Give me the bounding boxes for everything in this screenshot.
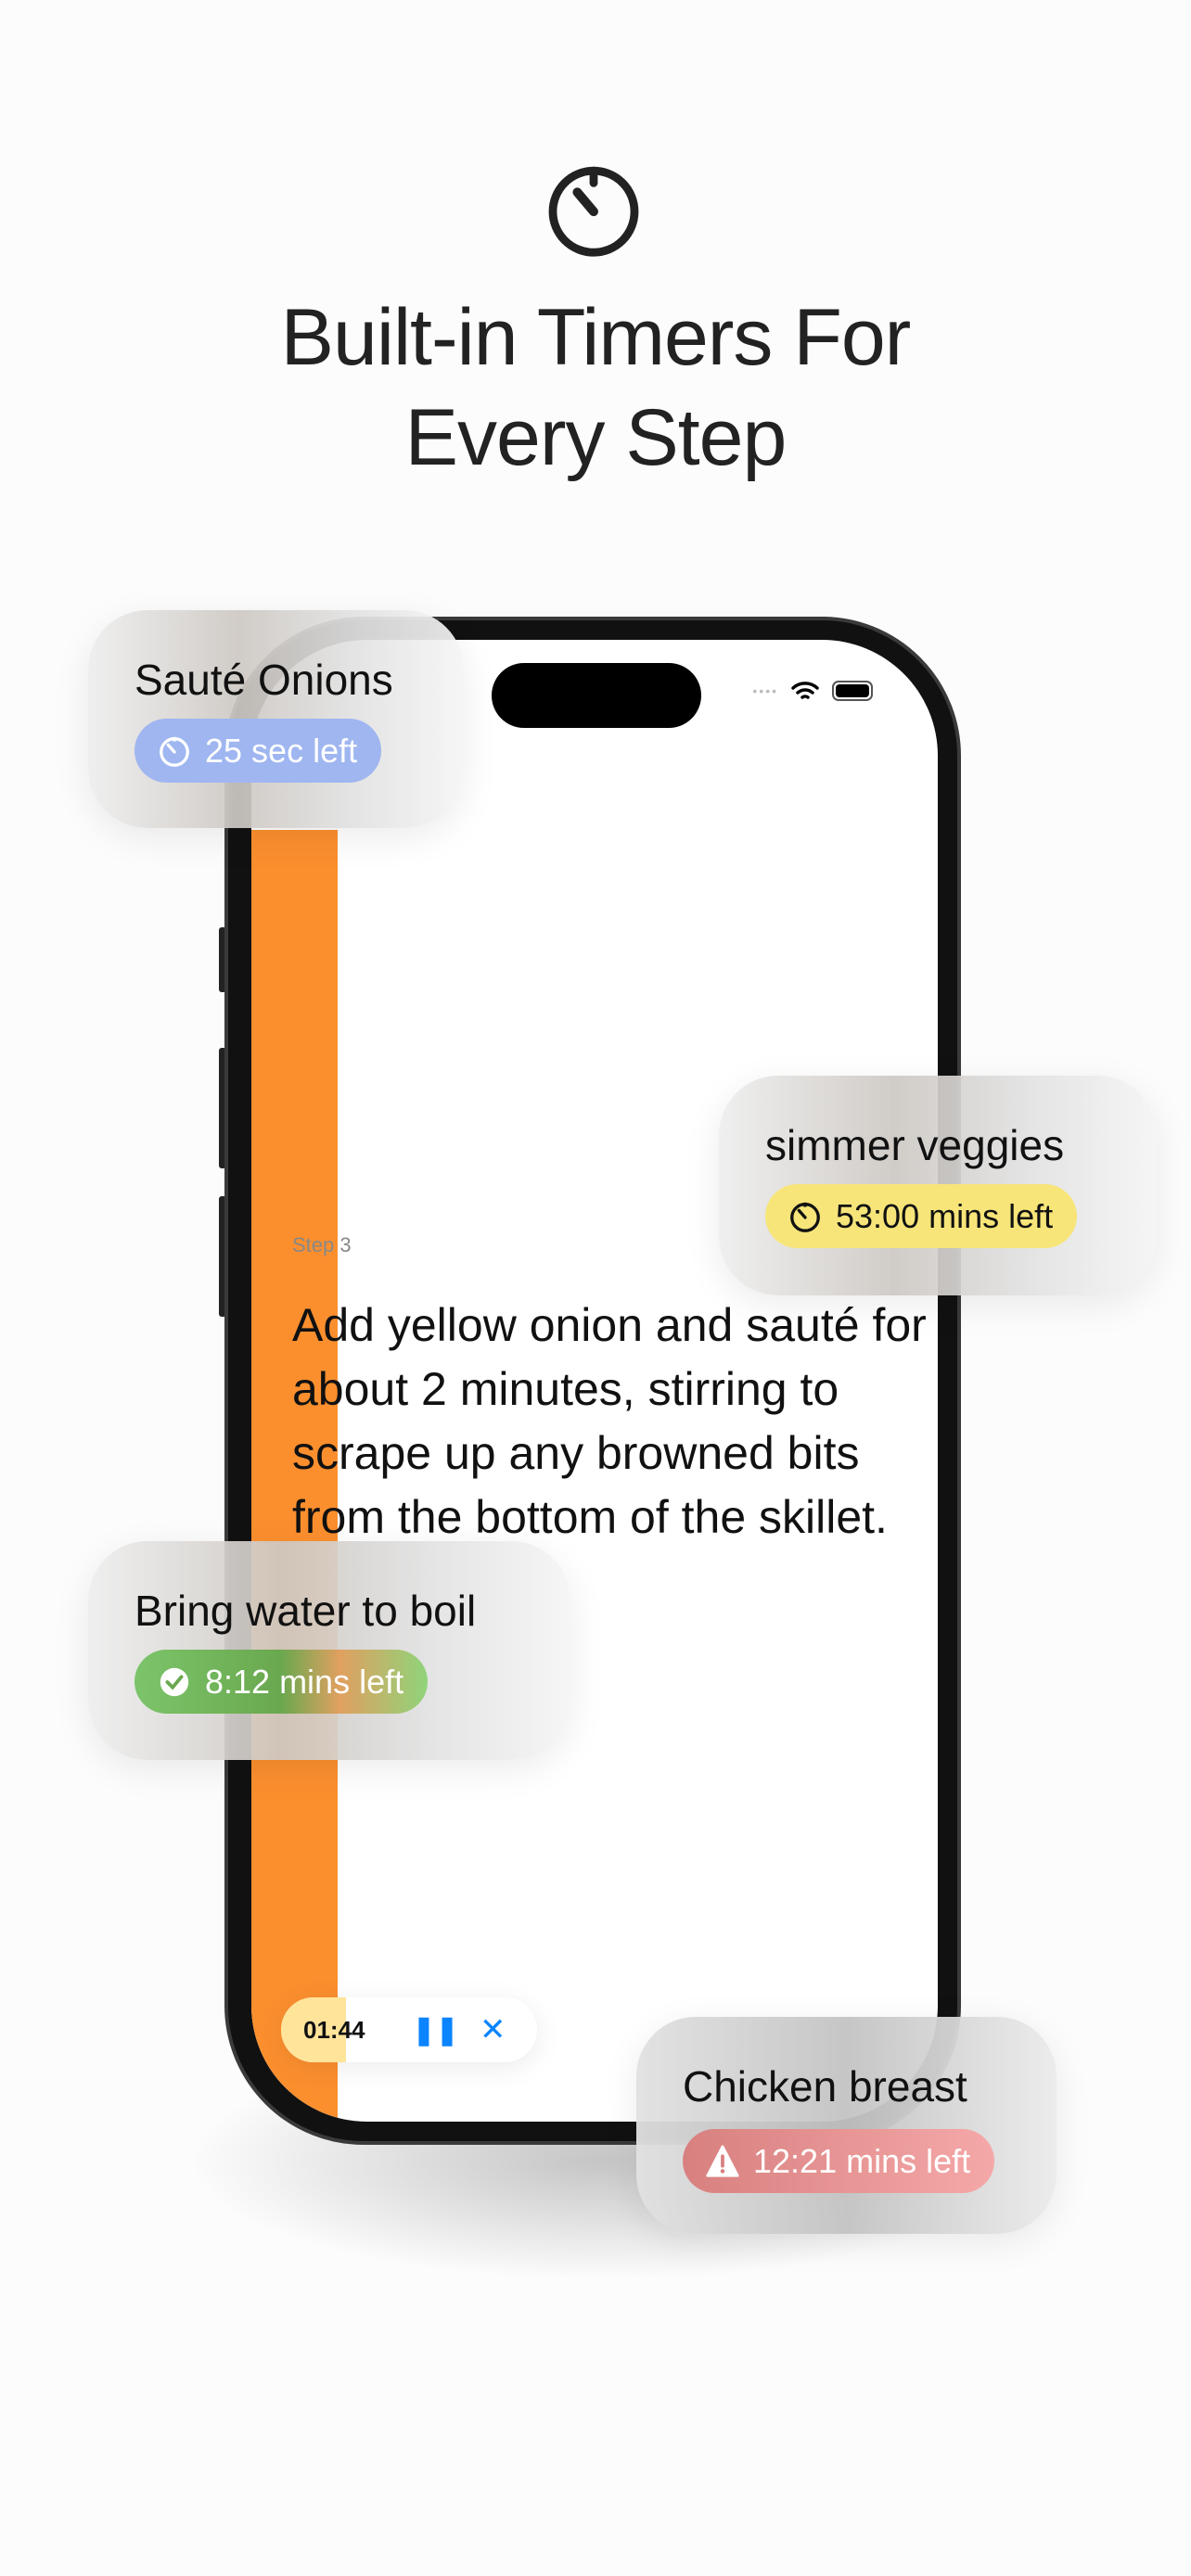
checkmark-circle-icon — [160, 1667, 189, 1696]
timer-status-pill: 12:21 mins left — [683, 2129, 995, 2193]
signal-icon: •••• — [752, 683, 778, 698]
volume-up-button — [219, 1048, 226, 1168]
step-instruction: Add yellow onion and sauté for about 2 m… — [292, 1299, 927, 1543]
timer-card-simmer-veggies[interactable]: simmer veggies 53:00 mins left — [719, 1076, 1157, 1295]
title-line-1: Built-in Timers For — [280, 293, 912, 382]
timer-name: Bring water to boil — [134, 1587, 477, 1635]
pause-icon[interactable]: ❚❚ — [412, 2014, 459, 2046]
timer-status-pill: 53:00 mins left — [765, 1184, 1078, 1248]
timer-icon — [160, 736, 189, 767]
battery-icon — [832, 681, 873, 701]
timer-status: 12:21 mins left — [753, 2141, 971, 2180]
status-bar: •••• — [752, 680, 873, 702]
timer-status: 8:12 mins left — [205, 1662, 404, 1701]
timer-status-pill: 8:12 mins left — [134, 1650, 429, 1714]
close-icon[interactable]: ✕ — [480, 2012, 506, 2047]
active-timer-bar[interactable]: 01:44 ❚❚ ✕ — [281, 1997, 537, 2062]
dynamic-island — [492, 663, 701, 728]
title-line-2: Every Step — [404, 393, 788, 482]
timer-name: Chicken breast — [683, 2062, 967, 2111]
progress-strip — [251, 830, 338, 2122]
wifi-icon — [791, 682, 819, 699]
timer-icon — [790, 1202, 820, 1232]
timer-card-bring-water-to-boil[interactable]: Bring water to boil 8:12 mins left — [88, 1541, 570, 1760]
phone-frame: •••• Step 3 Add yellow onion and sauté f… — [224, 617, 961, 2145]
timer-status: 53:00 mins left — [836, 1196, 1054, 1235]
phone-screen: •••• Step 3 Add yellow onion and sauté f… — [251, 640, 938, 2122]
timer-card-saute-onions[interactable]: Sauté Onions 25 sec left — [88, 610, 464, 828]
timer-name: Sauté Onions — [134, 656, 393, 704]
mute-switch — [219, 927, 226, 992]
timer-status: 25 sec left — [205, 731, 358, 770]
timer-time: 01:44 — [303, 2015, 365, 2044]
timer-status-pill: 25 sec left — [134, 719, 382, 783]
timer-icon — [548, 166, 639, 257]
volume-down-button — [219, 1196, 226, 1317]
timer-name: simmer veggies — [765, 1121, 1065, 1169]
warning-icon — [706, 2144, 739, 2177]
step-label: Step 3 — [292, 1233, 352, 1256]
timer-card-chicken-breast[interactable]: Chicken breast 12:21 mins left — [636, 2017, 1057, 2234]
